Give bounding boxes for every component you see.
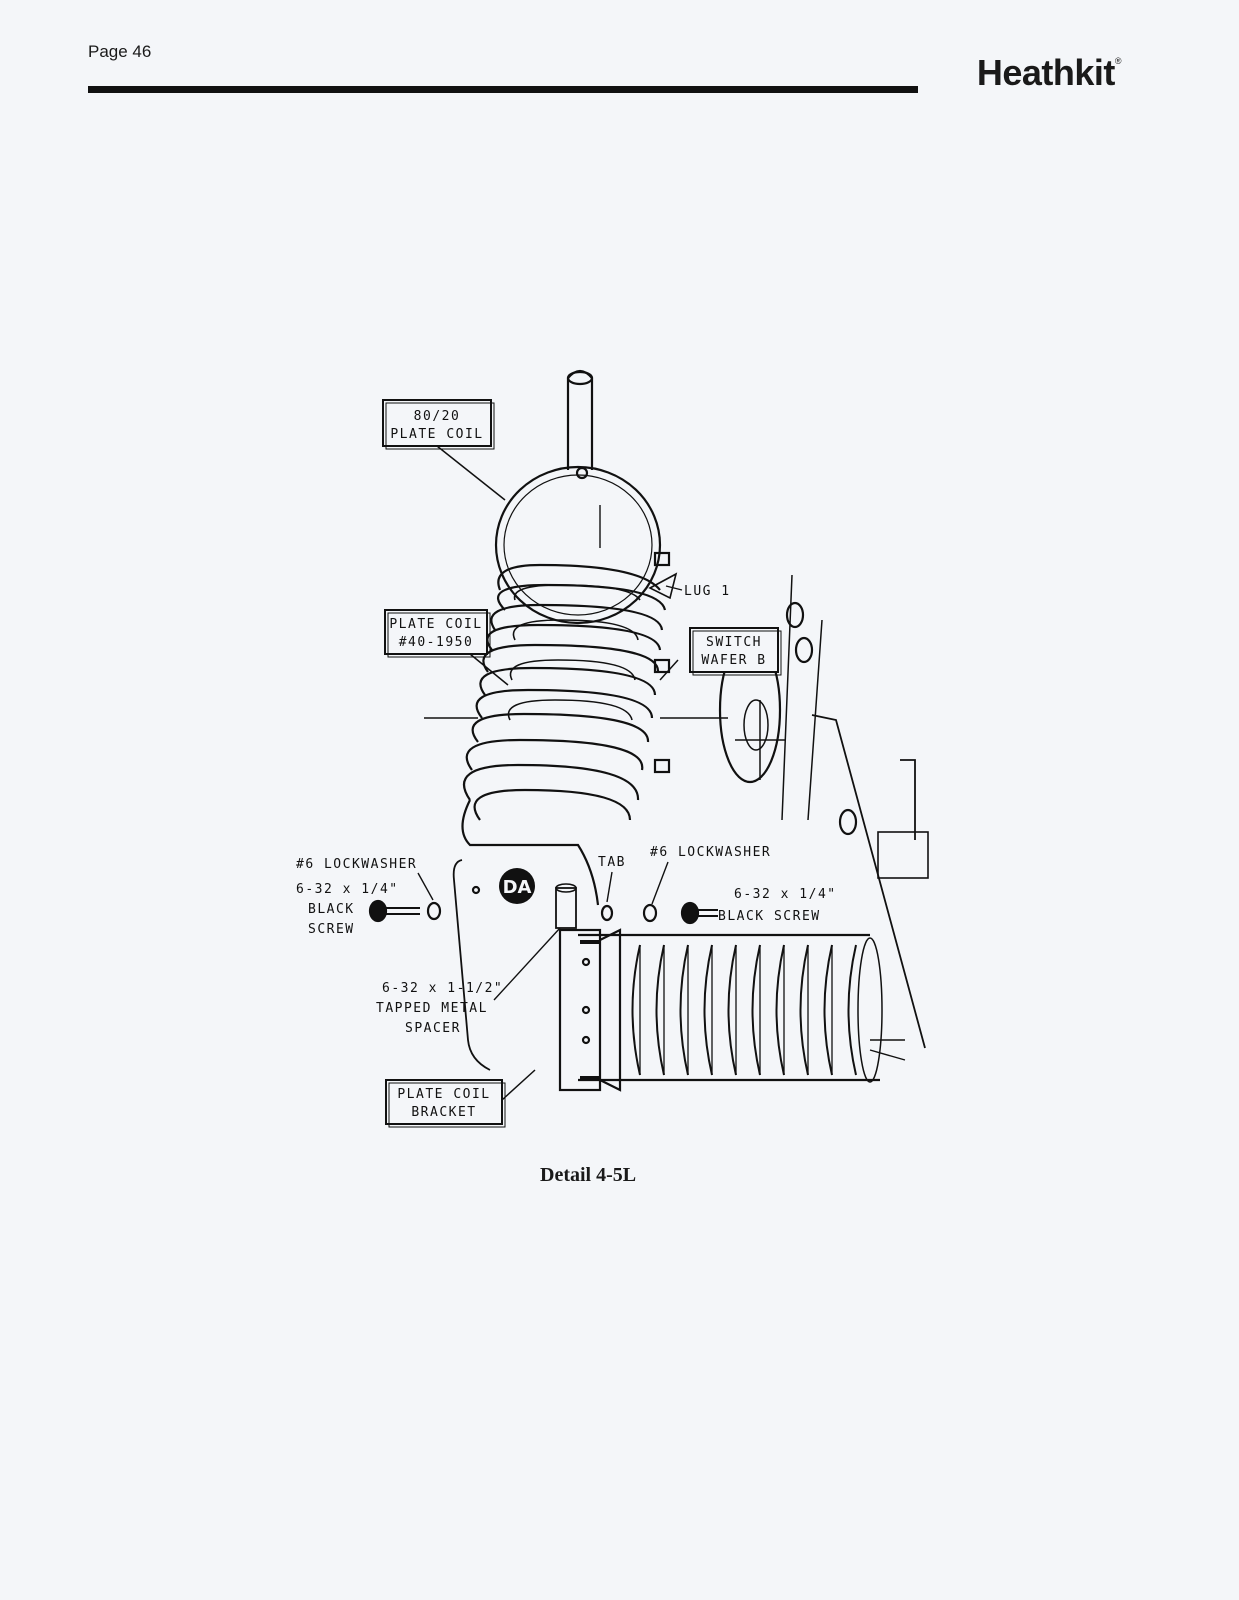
callout-text-line2: PLATE COIL — [390, 427, 483, 442]
callout-text-line1: PLATE COIL — [389, 617, 482, 632]
callout-plate-coil-bracket: PLATE COIL BRACKET — [385, 1079, 506, 1128]
label-lockwasher-right: #6 LOCKWASHER — [650, 845, 771, 860]
label-screw-left-line2: BLACK — [308, 902, 355, 917]
marker-da-circle — [499, 868, 535, 904]
coil-top-tube — [566, 369, 594, 470]
registered-mark: ® — [1114, 56, 1122, 66]
callout-text-line2: BRACKET — [411, 1105, 476, 1120]
label-screw-left-line3: SCREW — [308, 922, 355, 937]
label-lockwasher-left: #6 LOCKWASHER — [296, 857, 417, 872]
label-screw-left-line1: 6-32 x 1/4" — [296, 882, 399, 897]
label-spacer-line2: TAPPED METAL — [376, 1001, 488, 1016]
lower-coil-assembly — [558, 928, 906, 1092]
page-number: Page 46 — [88, 42, 152, 61]
callout-text-line1: 80/20 — [414, 409, 461, 424]
callout-text-line2: WAFER B — [701, 653, 766, 668]
callout-switch-wafer-b: SWITCH WAFER B — [689, 627, 782, 676]
label-screw-right-line1: 6-32 x 1/4" — [734, 887, 837, 902]
brand-name: Heathkit — [976, 52, 1116, 93]
callout-plate-coil-40-1950: PLATE COIL #40-1950 — [384, 609, 491, 658]
callout-text-line1: PLATE COIL — [397, 1087, 490, 1102]
marker-da: DA — [503, 877, 532, 898]
label-lug-1: LUG 1 — [684, 584, 731, 599]
label-tab: TAB — [598, 855, 626, 870]
label-screw-right-line2: BLACK SCREW — [718, 909, 821, 924]
callout-plate-coil-8020: 80/20 PLATE COIL — [382, 399, 495, 450]
callout-text-line2: #40-1950 — [399, 635, 474, 650]
figure-caption: Detail 4-5L — [540, 1164, 637, 1186]
label-spacer-line3: SPACER — [405, 1021, 461, 1036]
brand-logo: Heathkit® — [976, 52, 1122, 94]
label-spacer-line1: 6-32 x 1-1/2" — [382, 981, 503, 996]
coil-top-disc — [494, 465, 662, 625]
header-rule — [88, 86, 918, 93]
callout-text-line1: SWITCH — [706, 635, 762, 650]
coil-windings — [463, 563, 667, 821]
